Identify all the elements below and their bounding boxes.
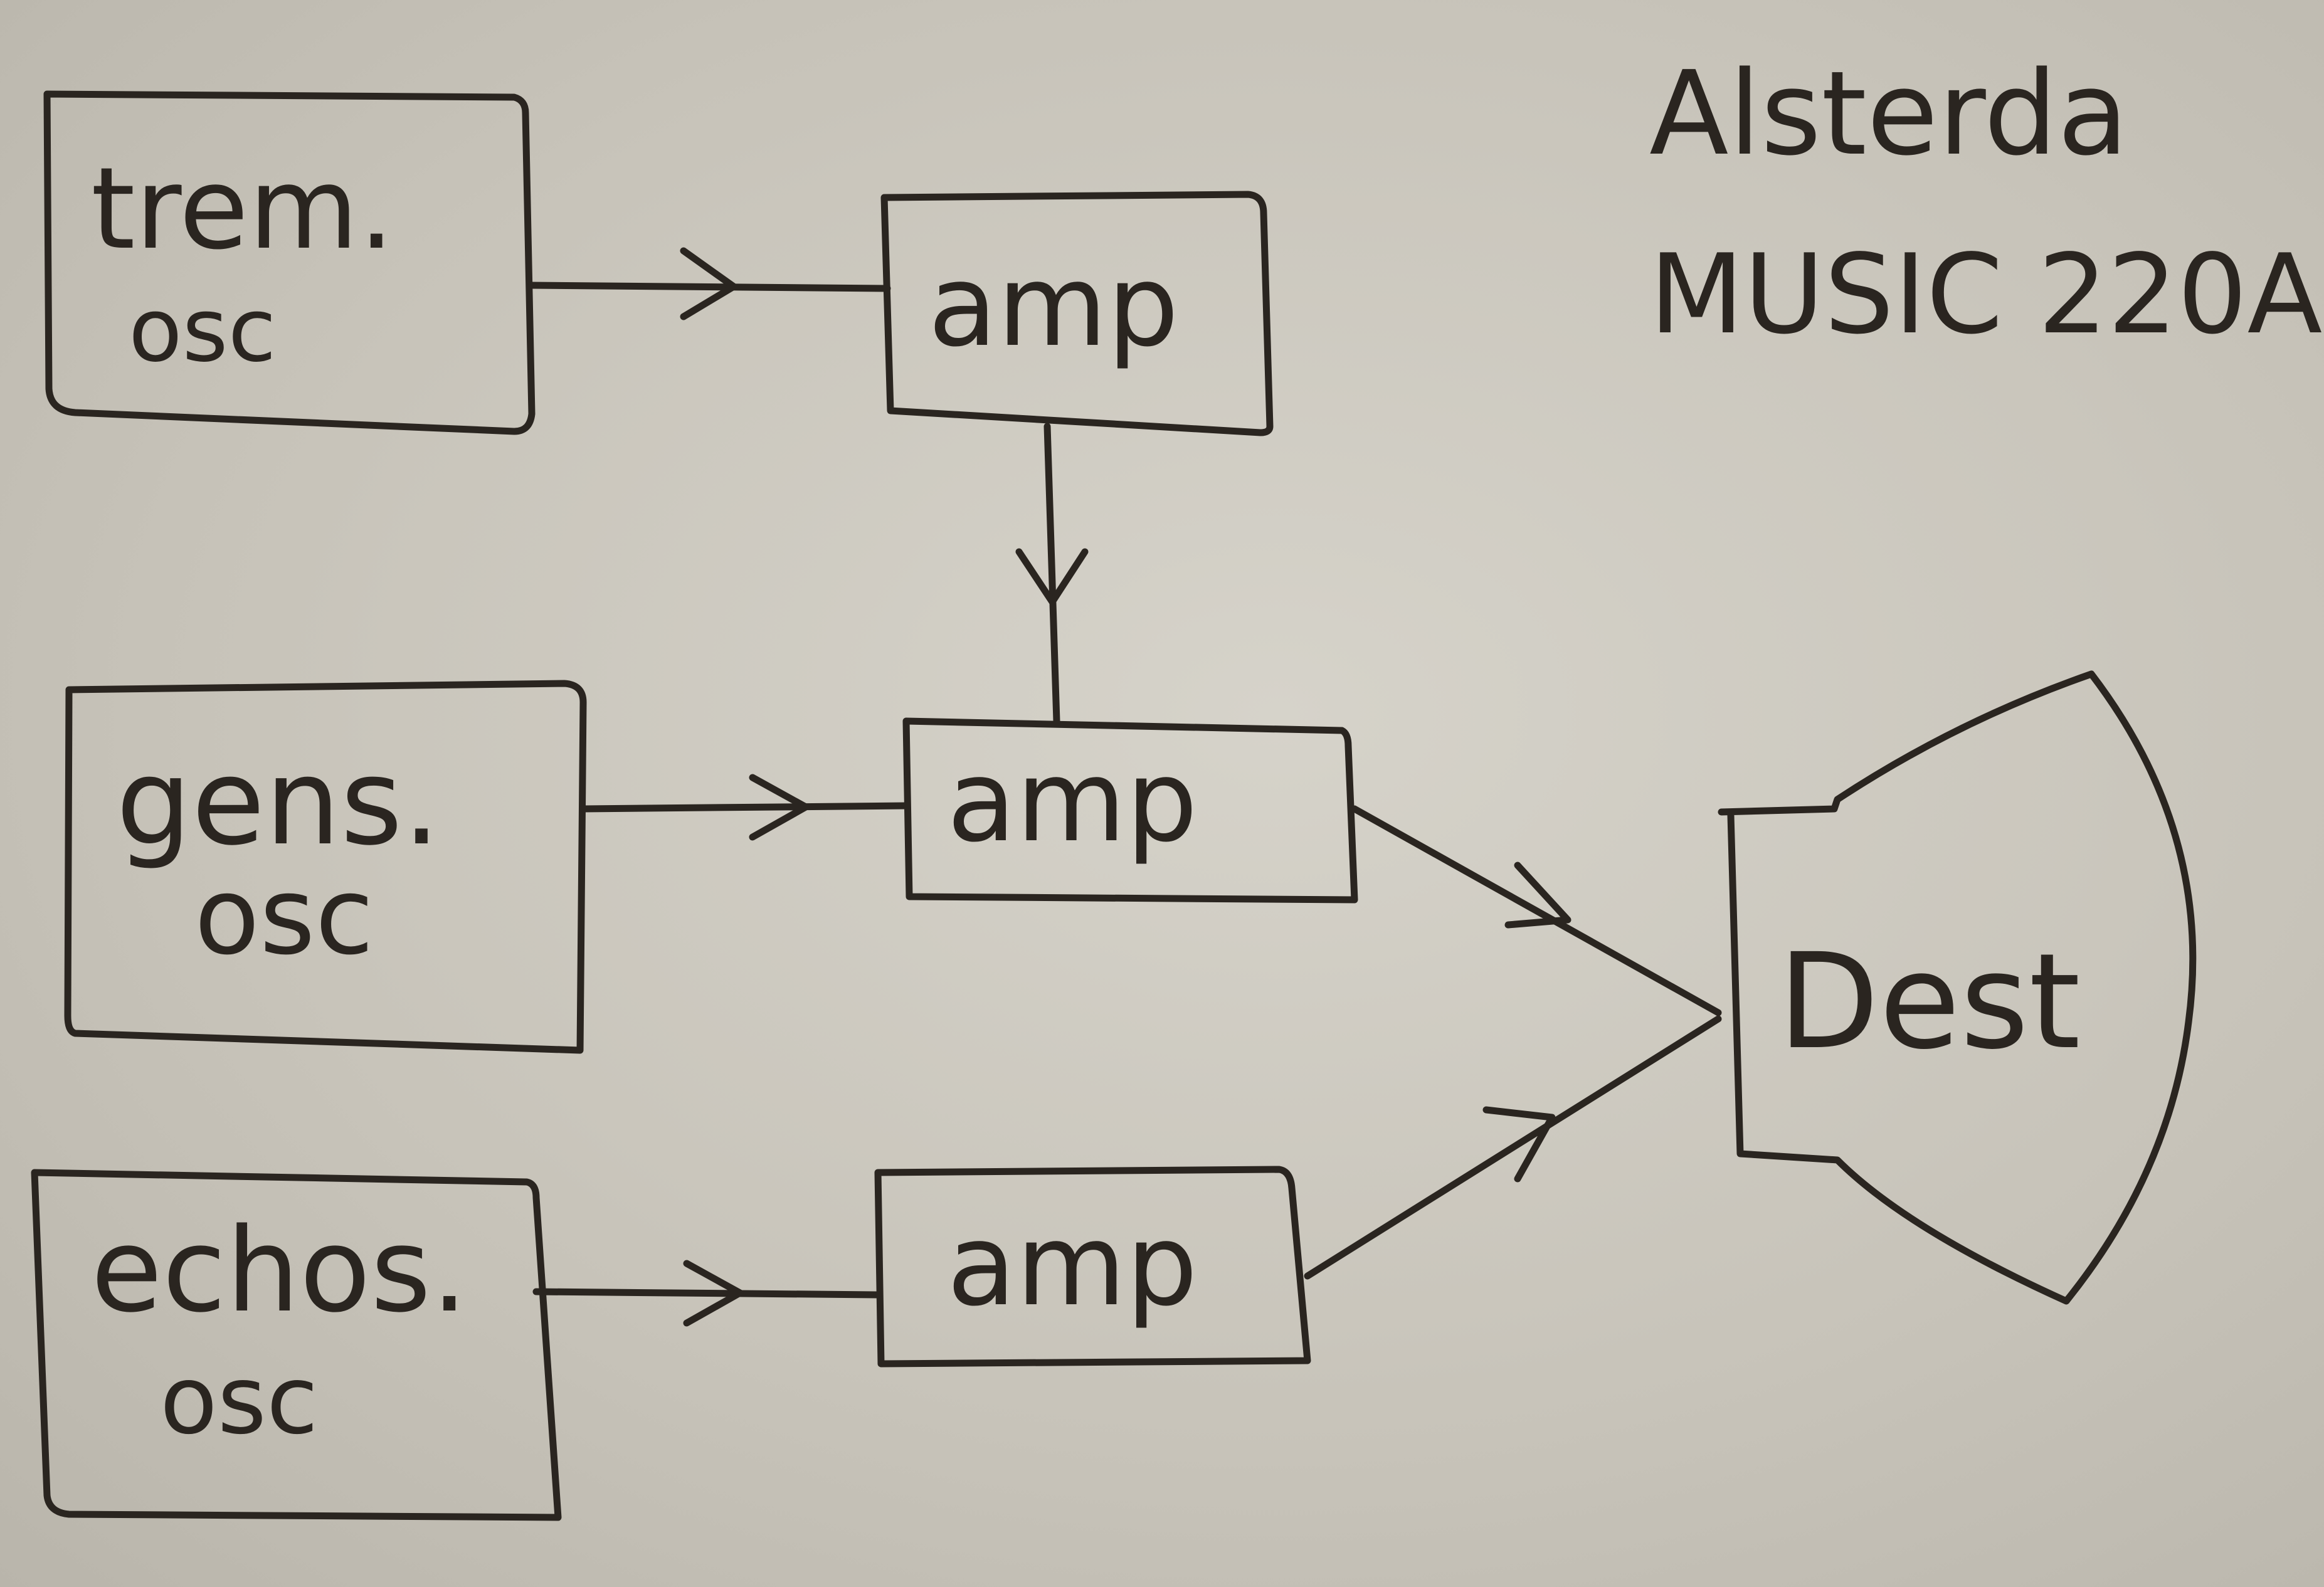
edge-echos-to-amp-bot <box>532 1288 882 1299</box>
gens-osc-label-1: gens. <box>116 733 440 872</box>
amp-mid-label: amp <box>947 736 1198 867</box>
echos-osc-box <box>31 1169 562 1521</box>
connections <box>528 247 1722 1327</box>
arrowhead-gens <box>749 774 810 841</box>
amp-bot-node: amp <box>874 1166 1311 1368</box>
edge-gens-to-amp-mid <box>579 802 910 813</box>
trem-osc-label-1: trem. <box>91 144 394 275</box>
edge-trem-to-amp-top <box>528 282 891 292</box>
amp-mid-box <box>902 717 1358 904</box>
amp-top-node: amp <box>880 191 1274 436</box>
dest-shape <box>1718 670 2197 1305</box>
trem-osc-label-2: osc <box>129 280 277 382</box>
arrowhead-amp-top <box>1015 548 1089 606</box>
trem-osc-node: trem. osc <box>43 90 536 435</box>
amp-top-label: amp <box>928 241 1179 372</box>
gens-osc-node: gens. osc <box>64 680 587 1054</box>
author-name: Alsterda <box>1649 46 2128 181</box>
trem-osc-box <box>43 90 536 435</box>
amp-mid-node: amp <box>902 717 1358 904</box>
dest-label: Dest <box>1778 925 2081 1078</box>
arrowhead-echos <box>683 1260 744 1327</box>
amp-bot-box <box>874 1166 1311 1368</box>
arrowhead-amp-bot <box>1482 1106 1556 1183</box>
edge-amp-bot-to-dest <box>1304 1015 1722 1280</box>
arrowhead-trem <box>680 247 737 320</box>
edge-amp-top-to-amp-mid <box>1043 423 1060 725</box>
amp-top-box <box>880 191 1274 436</box>
edge-amp-mid-to-dest <box>1351 805 1722 1016</box>
gens-osc-box <box>64 680 587 1054</box>
echos-osc-node: echos. osc <box>31 1169 562 1521</box>
course-code: MUSIC 220A <box>1649 231 2322 359</box>
dest-node: Dest <box>1718 670 2197 1305</box>
arrowhead-amp-mid <box>1504 862 1571 929</box>
amp-bot-label: amp <box>947 1200 1198 1331</box>
gens-osc-label-2: osc <box>194 855 374 979</box>
echos-osc-label-1: echos. <box>91 1203 468 1338</box>
echos-osc-label-2: osc <box>160 1346 318 1455</box>
